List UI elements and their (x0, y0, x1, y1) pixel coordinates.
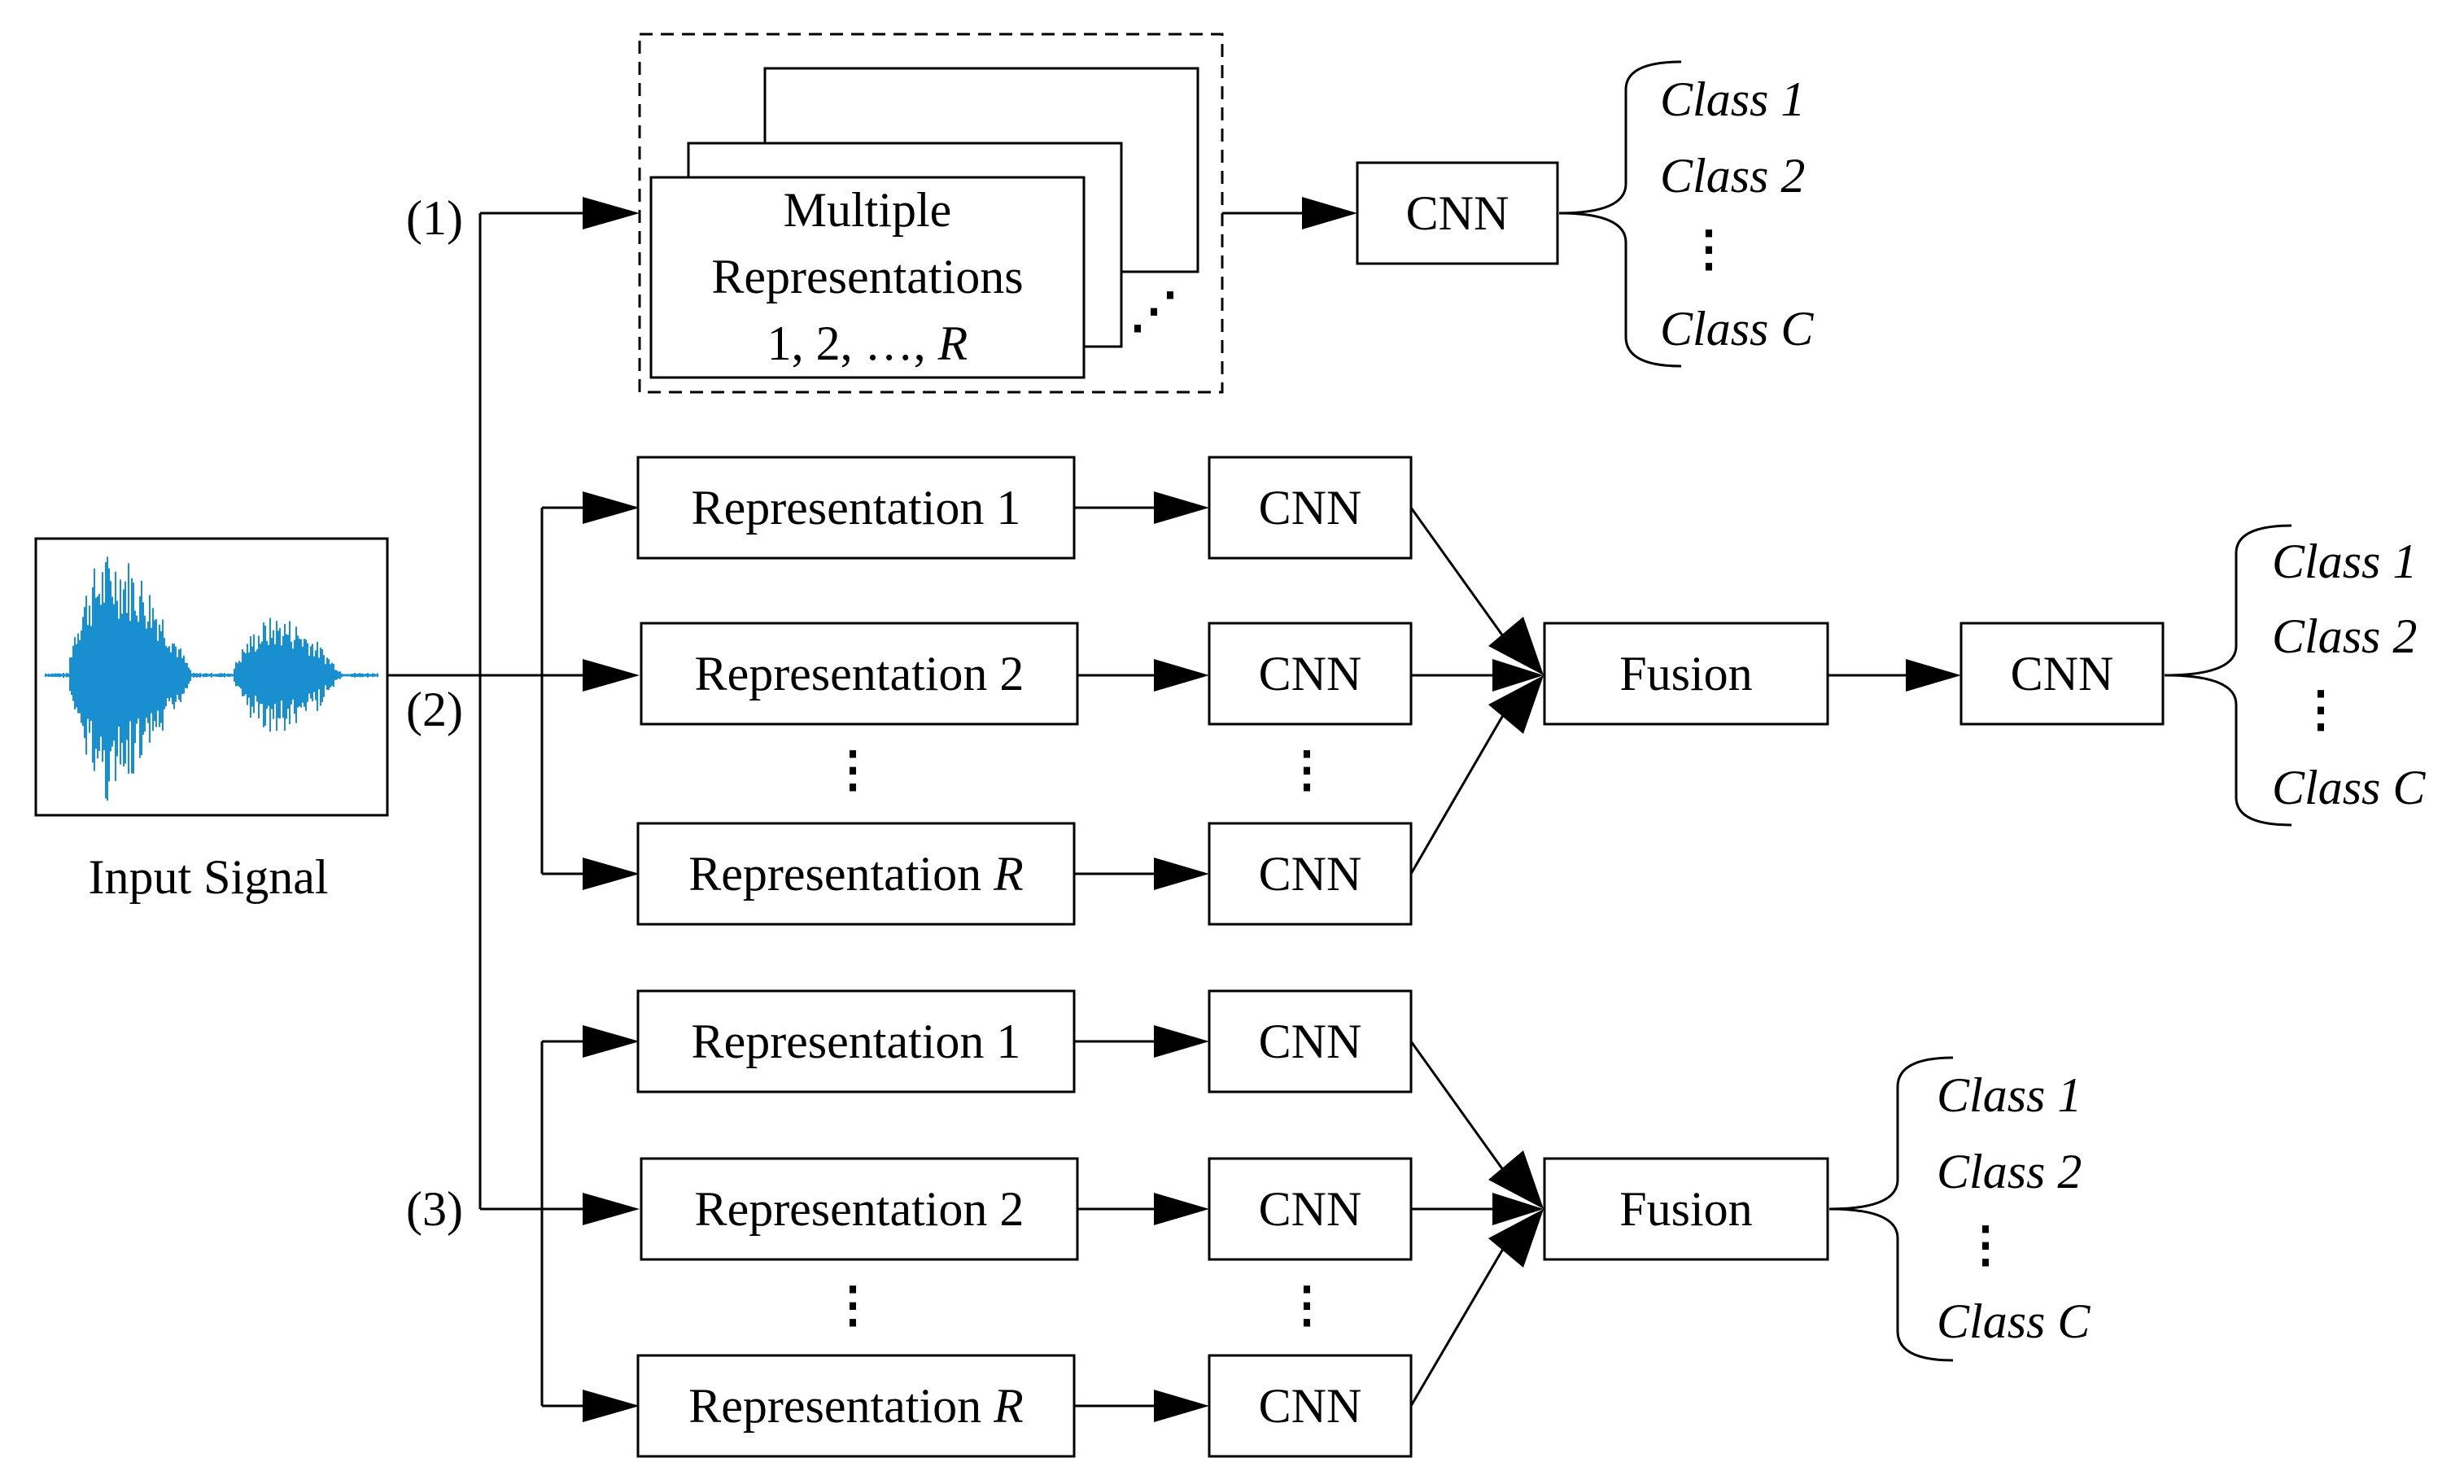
path2-representation-2-label: Representation 2 (695, 647, 1024, 701)
path3-rep2-arrowhead (1154, 1193, 1209, 1225)
path2-representation-2-box (640, 622, 1079, 726)
path3-cnnr-to-fusion (1409, 1244, 1507, 1407)
path2-class-2: Class 2 (2272, 609, 2417, 663)
stack-line-1: Multiple (784, 183, 952, 237)
path2-class-1: Class 1 (2272, 535, 2417, 588)
path3-arrowhead (583, 1193, 640, 1225)
path2-fusion-box (1543, 622, 1829, 726)
path2-cnn-ellipsis: ⋮ (1282, 743, 1331, 797)
input-signal-label: Input Signal (89, 850, 329, 904)
path3-cnn-ellipsis: ⋮ (1282, 1278, 1331, 1332)
path3-representation-2-label: Representation 2 (695, 1182, 1024, 1236)
path2-representation-1-box (636, 456, 1076, 560)
path1-class-c: Class C (1660, 302, 1814, 356)
path3-representation-2-box (640, 1157, 1079, 1261)
path3-representation-r-box (636, 1354, 1076, 1458)
path3-class-2: Class 2 (1937, 1145, 2082, 1198)
path2-rep2-arrowhead (1154, 659, 1209, 692)
path1-label: (1) (406, 191, 463, 245)
path3-rep1-arrowhead (1154, 1025, 1209, 1058)
path2-class-c: Class C (2272, 761, 2426, 814)
path2-fusion-arrowhead-2 (1492, 659, 1544, 692)
path3-class-1: Class 1 (1937, 1068, 2082, 1122)
path2-fusion-arrowhead-1 (1488, 617, 1544, 675)
path2-cnn-1-label: CNN (1259, 481, 1362, 535)
path1-cnn-box (1356, 161, 1559, 265)
path3-cnn1-to-fusion (1409, 1041, 1507, 1174)
path2-arrowhead-2 (583, 659, 640, 692)
path3-cnn-1-label: CNN (1259, 1015, 1362, 1068)
stack-layer-front (649, 176, 1086, 379)
path3-fusion-arrowhead-r (1488, 1209, 1544, 1268)
path1-class-ellipsis: ⋮ (1684, 222, 1733, 276)
path1-class-2: Class 2 (1660, 149, 1805, 203)
path2-representation-1-label: Representation 1 (692, 481, 1021, 535)
path2-class-brace (2164, 524, 2292, 827)
path2-fusion-label: Fusion (1619, 647, 1752, 701)
path3-repr-arrowhead (1154, 1390, 1209, 1422)
path3-cnn-2-label: CNN (1259, 1182, 1362, 1236)
path2-representation-r-label: Representation R (688, 847, 1024, 901)
path3-cnn-1-box (1208, 989, 1413, 1093)
path3-representation-r-label: Representation R (688, 1379, 1024, 1433)
path1-class-1: Class 1 (1660, 72, 1805, 126)
path1-cnn-arrowhead (1302, 197, 1357, 229)
path3-class-brace (1828, 1056, 1954, 1362)
path1-cnn-label: CNN (1406, 186, 1509, 240)
path3-class-c: Class C (1937, 1294, 2090, 1348)
path2-final-cnn-label: CNN (2011, 647, 2114, 701)
path3-cnn-r-box (1208, 1354, 1413, 1458)
path2-cnnr-to-fusion (1409, 710, 1507, 875)
path3-class-ellipsis: ⋮ (1961, 1218, 2010, 1272)
path2-label: (2) (406, 683, 463, 736)
path2-final-cnn-box (1959, 622, 2165, 726)
path3-cnn-r-label: CNN (1259, 1379, 1362, 1433)
path3-label: (3) (406, 1182, 463, 1236)
path2-cnn-2-label: CNN (1259, 647, 1362, 701)
path2-arrowhead-1 (583, 491, 640, 524)
path3-fusion-arrowhead-2 (1492, 1193, 1544, 1225)
path2-rep1-arrowhead (1154, 491, 1209, 524)
path3-arrowhead-r (583, 1390, 640, 1422)
waveform-plot (45, 556, 378, 801)
path3-fusion-arrowhead-1 (1488, 1150, 1544, 1209)
path3-representation-ellipsis: ⋮ (828, 1278, 877, 1332)
path2-repr-arrowhead (1154, 858, 1209, 890)
path2-cnn-1-box (1208, 456, 1413, 560)
path1-arrowhead (583, 197, 640, 229)
path2-final-arrowhead (1906, 659, 1961, 692)
stack-line-3: 1, 2, …, R (767, 316, 968, 370)
path3-fusion-box (1543, 1157, 1829, 1261)
path2-arrowhead-r (583, 858, 640, 890)
path2-fusion-arrowhead-r (1488, 675, 1544, 734)
path3-representation-1-box (636, 989, 1076, 1093)
stack-line-2: Representations (711, 250, 1023, 303)
stack-ellipsis: ⋰ (1129, 284, 1178, 338)
path1-class-brace (1558, 60, 1682, 368)
path2-cnn-r-label: CNN (1259, 847, 1362, 901)
path3-representation-1-label: Representation 1 (692, 1015, 1021, 1068)
path2-cnn1-to-fusion (1409, 507, 1507, 640)
path2-class-ellipsis: ⋮ (2296, 683, 2345, 736)
path3-cnn-2-box (1208, 1157, 1413, 1261)
path3-fusion-label: Fusion (1619, 1182, 1752, 1236)
path2-representation-ellipsis: ⋮ (828, 743, 877, 797)
path3-arrowhead-1 (583, 1025, 640, 1058)
path2-cnn-2-box (1208, 622, 1413, 726)
